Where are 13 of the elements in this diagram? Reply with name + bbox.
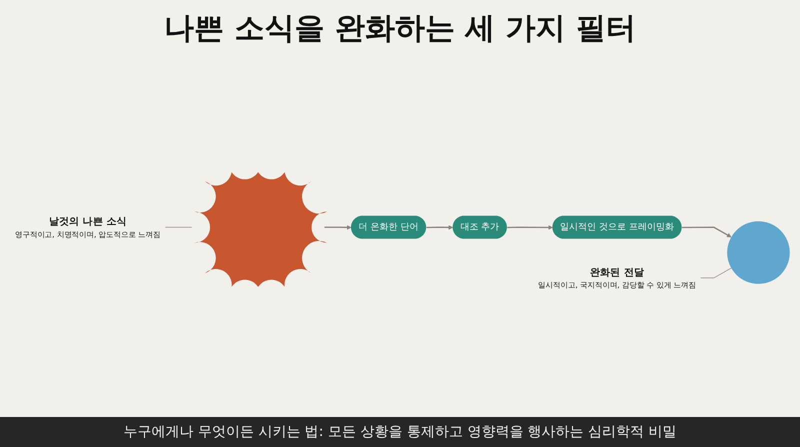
process-pill: 일시적인 것으로 프레이밍화 [552, 216, 682, 239]
title: 나쁜 소식을 완화하는 세 가지 필터 [164, 10, 636, 48]
leader-line [700, 268, 732, 278]
process-pill: 대조 추가 [452, 216, 507, 239]
process-pill: 더 온화한 단어 [350, 216, 426, 239]
leader-line [164, 226, 192, 228]
arrow [426, 225, 454, 230]
caption: 누구에게나 무엇이든 시키는 법: 모든 상황을 통제하고 영향력을 행사하는 심리학적 비밀 [0, 417, 800, 447]
starburst-shape [194, 172, 328, 287]
arrow [324, 225, 352, 230]
arrow [682, 226, 732, 238]
circle-shape [727, 221, 790, 284]
arrow [507, 225, 553, 230]
